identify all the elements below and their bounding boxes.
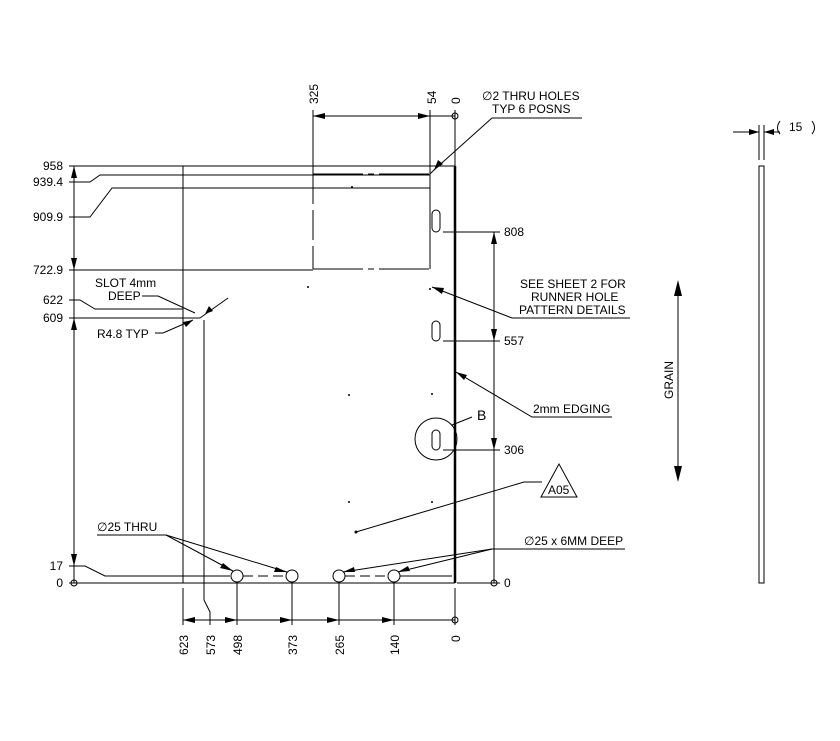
detail-b: B (451, 407, 486, 426)
dim-54: 54 (425, 90, 439, 104)
recess-outline (312, 173, 431, 270)
section-ref-label: A05 (548, 483, 570, 497)
dim-808: 808 (504, 225, 524, 239)
dim-909: 909.9 (33, 210, 63, 224)
dim-325: 325 (307, 84, 321, 104)
dim-0-left: 0 (56, 576, 63, 590)
dim-958: 958 (43, 159, 63, 173)
panel-outline (182, 165, 457, 584)
bottom-holes (230, 569, 452, 583)
dim-0-right: 0 (504, 576, 511, 590)
dim-557: 557 (504, 334, 524, 348)
holes-note-line1: ∅2 THRU HOLES (482, 89, 580, 103)
slot-note-line2: DEEP (108, 289, 141, 303)
holes-note: ∅2 THRU HOLES TYP 6 POSNS (433, 89, 582, 171)
dim-306: 306 (504, 443, 524, 457)
left-dimensions: 958 939.4 909.9 722.9 622 609 17 0 (33, 159, 430, 590)
detail-b-label: B (477, 407, 486, 423)
runner-slots (414, 209, 458, 461)
deep25-note: ∅25 x 6MM DEEP (342, 534, 625, 573)
radius-note: R4.8 TYP (97, 327, 149, 341)
bottom-dimensions: 623 573 498 373 265 140 0 (177, 320, 463, 655)
runner-note: SEE SHEET 2 FOR RUNNER HOLE PATTERN DETA… (431, 277, 630, 319)
detail-b-circle (414, 417, 458, 461)
dim-573: 573 (204, 635, 218, 655)
runner-note-line2: RUNNER HOLE (531, 290, 618, 304)
dim-722: 722.9 (33, 263, 63, 277)
dim-17: 17 (50, 559, 64, 573)
edging-note-text: 2mm EDGING (533, 402, 610, 416)
holes-note-line2: TYP 6 POSNS (492, 102, 570, 116)
section-ref: A05 (354, 462, 578, 534)
small-holes (307, 186, 433, 503)
dim-0-bottom: 0 (449, 635, 463, 642)
runner-note-line1: SEE SHEET 2 FOR (520, 277, 626, 291)
dim-498: 498 (231, 635, 245, 655)
side-view: 15 (733, 120, 815, 584)
dim-140: 140 (388, 635, 402, 655)
grain-arrow: GRAIN (662, 280, 682, 482)
dim-373: 373 (286, 635, 300, 655)
thru25-note: ∅25 THRU (97, 520, 288, 573)
right-dimensions: 808 557 306 0 (443, 225, 524, 590)
dim-622: 622 (43, 293, 63, 307)
dim-623: 623 (177, 635, 191, 655)
dim-609: 609 (43, 311, 63, 325)
dim-939: 939.4 (33, 175, 63, 189)
top-dimensions: 325 54 0 (307, 84, 463, 174)
slot-note: SLOT 4mm DEEP R4.8 TYP (95, 276, 229, 341)
thru25-note-text: ∅25 THRU (97, 520, 157, 534)
runner-note-line3: PATTERN DETAILS (519, 303, 626, 317)
edging-note: 2mm EDGING (455, 371, 612, 418)
grain-label: GRAIN (662, 361, 676, 399)
dim-265: 265 (333, 635, 347, 655)
thickness-dim: 15 (789, 120, 803, 134)
deep25-note-text: ∅25 x 6MM DEEP (524, 534, 623, 548)
slot-note-line1: SLOT 4mm (95, 276, 156, 290)
dim-0-top: 0 (449, 97, 463, 104)
